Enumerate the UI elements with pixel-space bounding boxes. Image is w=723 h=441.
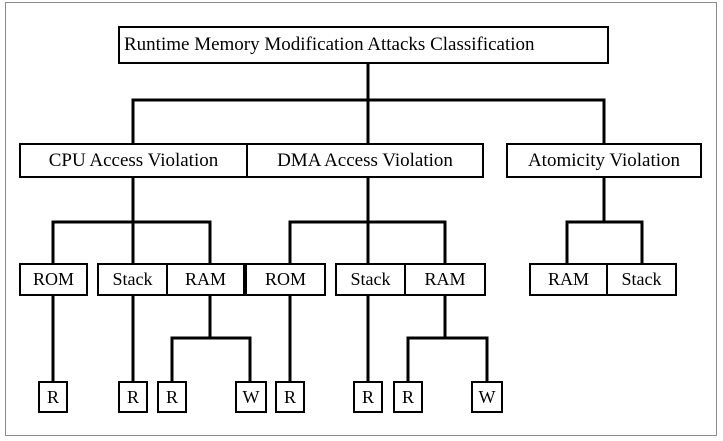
atomicity-stack-node: Stack [606, 263, 677, 296]
dma-rom-read-node: R [275, 381, 305, 413]
connector-dma [288, 175, 447, 266]
cpu-rom-read-node: R [38, 381, 68, 413]
atomicity-violation-node: Atomicity Violation [506, 143, 702, 178]
dma-stack-node: Stack [335, 263, 406, 296]
cpu-access-violation-node: CPU Access Violation [19, 143, 248, 178]
root-node: Runtime Memory Modification Attacks Clas… [118, 26, 609, 64]
cpu-stack-node: Stack [97, 263, 168, 296]
cpu-ram-write-node: W [235, 381, 267, 413]
connector-cpu-leaves [51, 293, 252, 385]
dma-ram-node: RAM [404, 263, 486, 296]
dma-access-violation-node: DMA Access Violation [246, 143, 484, 178]
cpu-ram-node: RAM [166, 263, 245, 296]
dma-stack-read-node: R [353, 381, 383, 413]
atomicity-ram-node: RAM [529, 263, 608, 296]
cpu-rom-node: ROM [19, 263, 88, 296]
dma-ram-write-node: W [471, 381, 503, 413]
connector-cpu [51, 175, 212, 266]
cpu-ram-read-node: R [157, 381, 187, 413]
cpu-stack-read-node: R [118, 381, 148, 413]
connector-atomicity [565, 175, 644, 266]
dma-rom-node: ROM [245, 263, 326, 296]
dma-ram-read-node: R [393, 381, 423, 413]
connector-dma-leaves [288, 293, 489, 385]
connector-root [131, 61, 606, 147]
diagram-frame [5, 2, 717, 436]
